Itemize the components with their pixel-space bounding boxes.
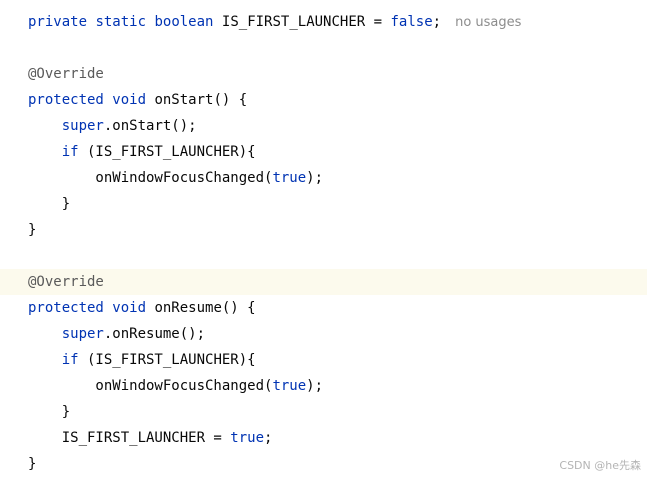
code-line[interactable]: } — [0, 191, 647, 217]
keyword-token: boolean — [154, 14, 214, 30]
code-token: .onResume(); — [103, 326, 206, 342]
keyword-token: private — [28, 14, 88, 30]
keyword-token: false — [390, 14, 433, 30]
keyword-token: if — [61, 144, 79, 160]
code-token — [28, 144, 62, 160]
code-line-content: if (IS_FIRST_LAUNCHER){ — [28, 139, 256, 165]
code-token — [28, 118, 62, 134]
code-line-content: } — [28, 399, 70, 425]
code-token: (IS_FIRST_LAUNCHER){ — [78, 144, 256, 160]
code-line[interactable]: } — [0, 451, 647, 477]
code-line-content: super.onStart(); — [28, 113, 197, 139]
code-line[interactable] — [0, 243, 647, 269]
code-line[interactable]: protected void onStart() { — [0, 87, 647, 113]
code-line[interactable]: } — [0, 217, 647, 243]
code-token: ; — [264, 430, 273, 446]
code-token: onWindowFocusChanged( — [28, 378, 273, 394]
annotation-token: @Override — [28, 66, 104, 82]
keyword-token: super — [61, 118, 104, 134]
code-line-content: super.onResume(); — [28, 321, 205, 347]
keyword-token: void — [112, 92, 147, 108]
code-line[interactable]: super.onStart(); — [0, 113, 647, 139]
code-line[interactable]: super.onResume(); — [0, 321, 647, 347]
code-token — [28, 352, 62, 368]
code-token: IS_FIRST_LAUNCHER = — [28, 430, 231, 446]
code-line[interactable]: private static boolean IS_FIRST_LAUNCHER… — [0, 9, 647, 35]
code-token: } — [28, 456, 37, 472]
keyword-token: super — [61, 326, 104, 342]
code-line[interactable]: onWindowFocusChanged(true); — [0, 165, 647, 191]
keyword-token: void — [112, 300, 147, 316]
code-token — [28, 326, 62, 342]
code-line-content: protected void onResume() { — [28, 295, 256, 321]
code-token: ; — [432, 14, 442, 30]
code-line-content: } — [28, 217, 36, 243]
code-line[interactable] — [0, 35, 647, 61]
code-token: onStart() { — [146, 92, 248, 108]
code-token: } — [28, 222, 37, 238]
code-line-content: @Override — [28, 61, 104, 87]
code-token: ); — [306, 170, 324, 186]
code-token: } — [28, 404, 71, 420]
code-line-content: onWindowFocusChanged(true); — [28, 165, 323, 191]
code-line-content: } — [28, 451, 36, 477]
code-token: IS_FIRST_LAUNCHER = — [213, 14, 391, 30]
code-token: } — [28, 196, 71, 212]
watermark: CSDN @he先森 — [559, 459, 641, 472]
code-line-content: @Override — [28, 269, 104, 295]
code-line[interactable]: if (IS_FIRST_LAUNCHER){ — [0, 347, 647, 373]
annotation-token: @Override — [28, 274, 104, 290]
code-line[interactable]: onWindowFocusChanged(true); — [0, 373, 647, 399]
code-line-content: protected void onStart() { — [28, 87, 247, 113]
keyword-token: if — [61, 352, 79, 368]
keyword-token: protected — [28, 92, 104, 108]
code-line[interactable]: if (IS_FIRST_LAUNCHER){ — [0, 139, 647, 165]
code-line[interactable]: @Override — [0, 61, 647, 87]
code-token: .onStart(); — [103, 118, 197, 134]
keyword-token: true — [272, 378, 307, 394]
code-line[interactable]: protected void onResume() { — [0, 295, 647, 321]
code-token: ); — [306, 378, 324, 394]
keyword-token: true — [272, 170, 307, 186]
keyword-token: protected — [28, 300, 104, 316]
usages-hint[interactable]: no usages — [455, 15, 522, 30]
code-line-content: IS_FIRST_LAUNCHER = true; — [28, 425, 273, 451]
keyword-token: static — [95, 14, 147, 30]
code-line[interactable]: IS_FIRST_LAUNCHER = true; — [0, 425, 647, 451]
code-line-content: private static boolean IS_FIRST_LAUNCHER… — [28, 9, 521, 36]
code-line-content: if (IS_FIRST_LAUNCHER){ — [28, 347, 256, 373]
code-line-content: } — [28, 191, 70, 217]
code-token: onWindowFocusChanged( — [28, 170, 273, 186]
code-token: onResume() { — [146, 300, 256, 316]
keyword-token: true — [230, 430, 265, 446]
code-line-content: onWindowFocusChanged(true); — [28, 373, 323, 399]
code-token: (IS_FIRST_LAUNCHER){ — [78, 352, 256, 368]
code-line[interactable]: } — [0, 399, 647, 425]
code-line[interactable]: @Override — [0, 269, 647, 295]
